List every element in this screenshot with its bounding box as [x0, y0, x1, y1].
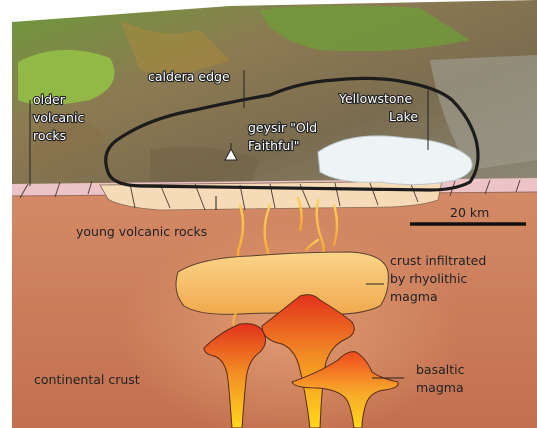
rhyolithic-infiltrated-crust: [176, 252, 388, 314]
label-scale: 20 km: [450, 205, 489, 220]
label-continental-crust: continental crust: [34, 372, 140, 387]
label-caldera-edge: caldera edge: [148, 69, 230, 84]
label-young-volcanic-rocks: young volcanic rocks: [76, 224, 207, 239]
